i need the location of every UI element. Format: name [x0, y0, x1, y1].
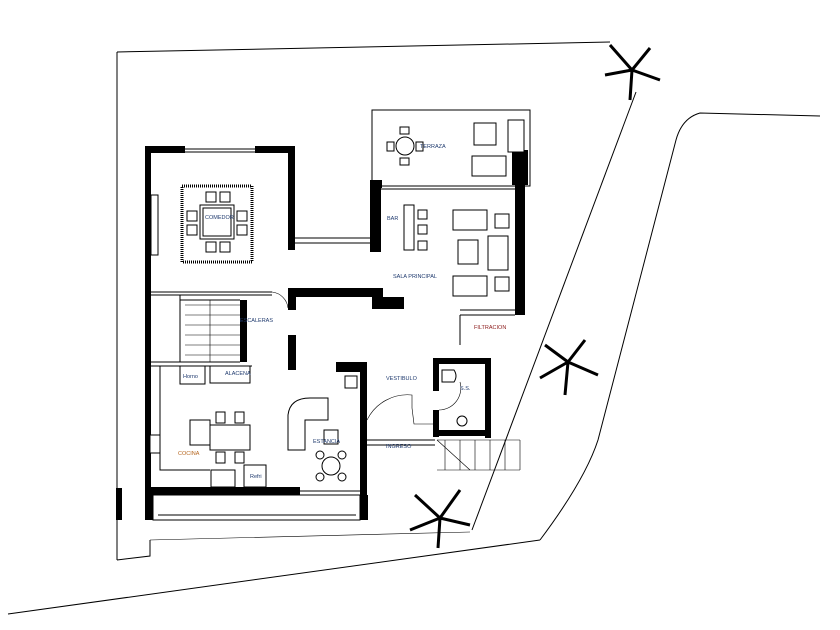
lower-walls	[116, 290, 435, 521]
dining-table	[180, 184, 254, 264]
label-cocina: COCINA	[178, 451, 200, 457]
sala-furniture	[403, 204, 510, 297]
kitchen-furniture	[149, 365, 267, 488]
label-comedor: COMEDOR	[205, 215, 234, 221]
label-horno: Horno	[183, 374, 198, 380]
label-refri: Refri	[250, 474, 262, 480]
vestibulo-ss	[366, 358, 521, 471]
label-bar: BAR	[387, 216, 398, 222]
label-vestibulo: VESTIBULO	[386, 376, 418, 382]
label-alacena: ALACENA	[225, 371, 251, 377]
label-escaleras: ESCALERAS	[240, 318, 273, 324]
comedor-walls	[145, 146, 370, 290]
label-ingreso: INGRESO	[386, 444, 412, 450]
label-sala-principal: SALA PRINCIPAL	[393, 274, 437, 280]
estancia-furniture	[287, 375, 358, 482]
palm-tree-icon	[539, 339, 599, 396]
terraza-area	[370, 109, 531, 188]
palm-tree-icon	[604, 44, 661, 101]
sala-walls	[288, 185, 525, 345]
label-terraza: TERRAZA	[420, 144, 446, 150]
label-filtracion: FILTRACION	[474, 325, 506, 331]
palm-tree-icon	[409, 489, 471, 549]
label-ss: S.S.	[460, 386, 471, 392]
label-estancia: ESTANCIA	[313, 439, 340, 445]
lot-boundary	[7, 41, 821, 615]
